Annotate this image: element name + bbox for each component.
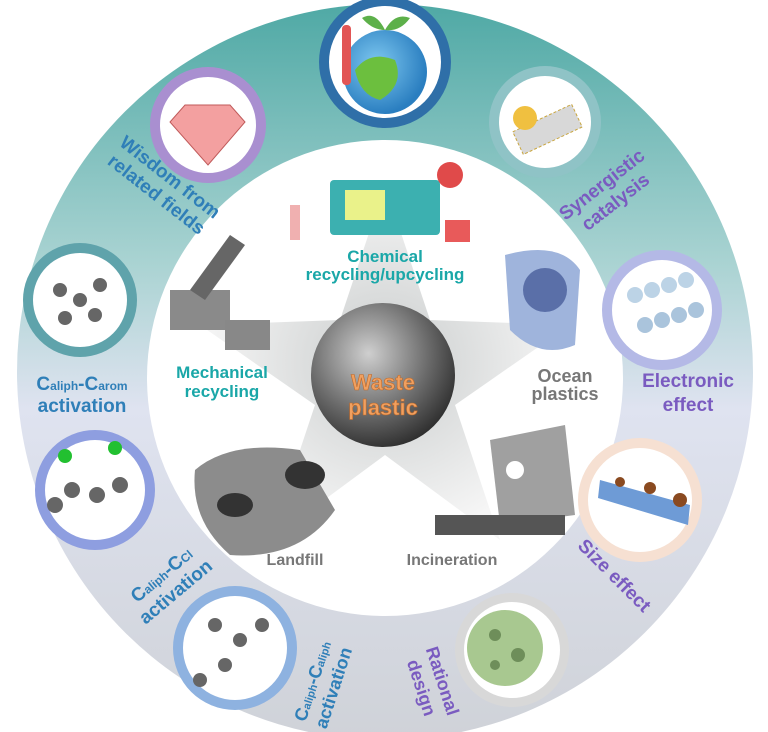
chemical-label-1: Chemical bbox=[347, 247, 423, 266]
center-label-2: plastic bbox=[348, 395, 418, 420]
electronic-label-2: effect bbox=[663, 395, 714, 416]
robotic-arm-icon bbox=[170, 235, 270, 350]
center-label-1: Waste bbox=[351, 370, 415, 395]
ocean-label-1: Ocean bbox=[537, 366, 592, 386]
chemical-lab-icon bbox=[290, 162, 470, 242]
diamond-icon bbox=[150, 67, 266, 183]
aromatic-molecule-icon bbox=[23, 243, 137, 357]
aliphatic-molecule-icon bbox=[173, 586, 297, 710]
ocean-label-2: plastics bbox=[531, 384, 598, 404]
waste-plastic-sphere: Waste plastic bbox=[311, 303, 455, 447]
nanoparticle-surface-icon bbox=[578, 438, 702, 562]
svg-text:Caliph-Carom: Caliph-Carom bbox=[36, 374, 127, 395]
carom-label: Caliph-Carom activation bbox=[36, 374, 127, 417]
chemical-label-2: recycling/upcycling bbox=[306, 265, 465, 284]
chlorinated-molecule-icon bbox=[35, 430, 155, 550]
incinerator-icon bbox=[435, 425, 575, 535]
earth-thermometer-icon bbox=[319, 0, 451, 128]
porous-sphere-icon bbox=[455, 593, 569, 707]
mechanical-label-1: Mechanical bbox=[176, 363, 268, 382]
metal-particles-icon bbox=[602, 250, 722, 370]
incineration-label: Incineration bbox=[407, 552, 498, 569]
landfill-icon bbox=[194, 447, 335, 556]
landfill-label: Landfill bbox=[267, 552, 324, 569]
electronic-label-1: Electronic bbox=[642, 371, 734, 392]
svg-text:activation: activation bbox=[38, 396, 127, 417]
synergistic-catalysis-icon bbox=[489, 66, 601, 178]
ocean-plastic-icon bbox=[505, 250, 580, 350]
mechanical-label-2: recycling bbox=[185, 382, 260, 401]
